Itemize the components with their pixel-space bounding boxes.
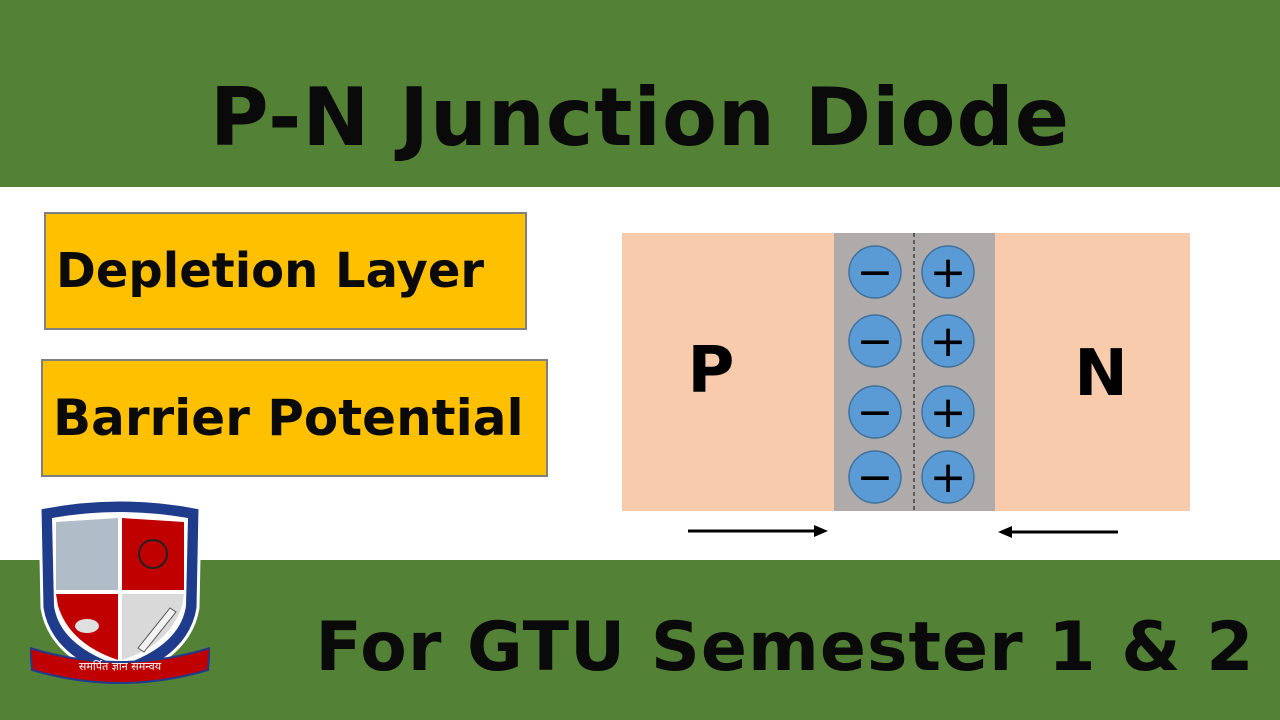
negative-ion-symbol: −	[857, 316, 894, 367]
atom-icon	[138, 539, 168, 569]
negative-ion	[848, 450, 902, 504]
positive-ion	[921, 450, 975, 504]
p-region	[622, 233, 834, 511]
motto-text: समर्पित ज्ञान समन्वय	[79, 660, 162, 673]
footer-text: For GTU Semester 1 & 2	[315, 608, 1255, 687]
depletion-layer-label: Depletion Layer	[44, 212, 527, 330]
n-side-arrow	[998, 526, 1118, 538]
satellite-dish-icon	[75, 619, 99, 633]
negative-ion	[848, 245, 902, 299]
positive-ion-symbol: +	[930, 316, 967, 367]
n-region	[995, 233, 1190, 511]
pn-junction-diagram: P N −+−+−+−+	[622, 233, 1190, 538]
positive-ion-symbol: +	[930, 452, 967, 503]
p-side-arrow	[688, 525, 828, 537]
positive-ion	[921, 245, 975, 299]
positive-ion-symbol: +	[930, 387, 967, 438]
gtu-logo: समर्पित ज्ञान समन्वय	[30, 498, 210, 684]
header-band	[0, 0, 1280, 187]
rocket-icon	[137, 607, 177, 653]
negative-ion	[848, 385, 902, 439]
negative-ion-symbol: −	[857, 247, 894, 298]
positive-ion	[921, 385, 975, 439]
footer-band	[0, 560, 1280, 720]
negative-ion-symbol: −	[857, 387, 894, 438]
p-label: P	[688, 334, 735, 408]
positive-ion	[921, 314, 975, 368]
motto-ribbon	[30, 646, 210, 684]
negative-ion	[848, 314, 902, 368]
page-title: P-N Junction Diode	[209, 71, 1071, 164]
barrier-potential-label: Barrier Potential	[41, 359, 548, 477]
negative-ion-symbol: −	[857, 452, 894, 503]
n-label: N	[1074, 337, 1128, 411]
positive-ion-symbol: +	[930, 247, 967, 298]
